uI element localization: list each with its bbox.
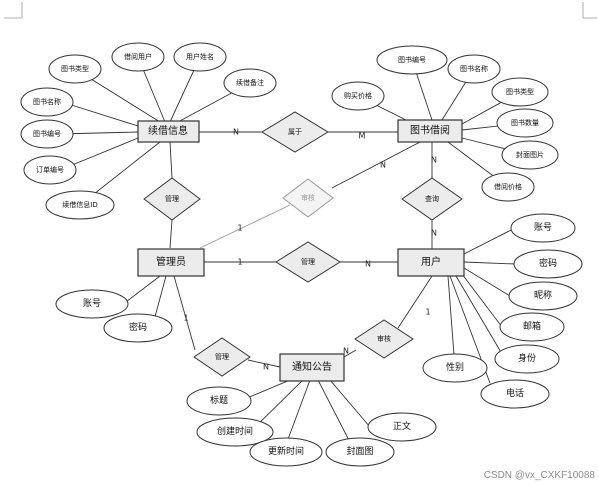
- attr-borrow-book-name: 图书名称: [20, 87, 74, 117]
- svg-text:身份: 身份: [518, 352, 536, 364]
- watermark: CSDN @vx_CXKF10088: [483, 470, 595, 481]
- svg-text:正文: 正文: [393, 420, 411, 432]
- svg-text:续借备注: 续借备注: [236, 78, 264, 87]
- svg-text:图书类型: 图书类型: [61, 64, 89, 73]
- attr-book-purchase-price: 购买价格: [331, 81, 385, 111]
- svg-text:借阅用户: 借阅用户: [124, 52, 152, 61]
- svg-text:审核: 审核: [301, 193, 315, 202]
- relationship-query: 查询: [401, 177, 463, 221]
- cardinality-book-n: N: [380, 161, 386, 170]
- attr-borrow-remark: 续借备注: [223, 68, 277, 98]
- attr-notice-body: 正文: [367, 412, 437, 442]
- svg-text:管理: 管理: [165, 194, 179, 203]
- attr-user-nickname: 昵称: [508, 281, 578, 311]
- attr-admin-account: 账号: [55, 289, 129, 319]
- svg-text:标题: 标题: [210, 394, 228, 406]
- cardinality-user-1-notice: 1: [425, 308, 430, 317]
- svg-text:属于: 属于: [288, 128, 302, 136]
- svg-text:电话: 电话: [506, 387, 524, 399]
- cardinality-borrow-n: N: [233, 128, 239, 137]
- svg-text:图书借阅: 图书借阅: [410, 124, 450, 137]
- svg-text:封面图: 封面图: [346, 445, 373, 457]
- relationship-manage-user: 管理: [275, 241, 341, 283]
- entity-user: 用户: [397, 248, 465, 277]
- relationship-manage-borrow: 管理: [143, 177, 201, 221]
- attr-user-identity: 身份: [494, 344, 560, 374]
- attr-book-cover: 封面图片: [501, 140, 559, 170]
- attr-borrow-user-name: 用户姓名: [173, 42, 227, 72]
- svg-text:管理: 管理: [215, 352, 229, 361]
- attr-borrow-book-no: 图书编号: [20, 119, 74, 149]
- svg-text:审核: 审核: [377, 334, 391, 343]
- attr-user-password: 密码: [513, 249, 583, 279]
- relationship-manage-notice: 管理: [193, 337, 251, 377]
- svg-text:创建时间: 创建时间: [217, 425, 253, 437]
- attr-admin-password: 密码: [103, 313, 173, 343]
- svg-text:管理: 管理: [301, 257, 315, 266]
- cardinalities: N M N N N 1 1 N 1 N N 1: [183, 128, 437, 372]
- entity-borrow-info: 续借信息: [137, 120, 200, 143]
- attr-book-borrow-price: 借阅价格: [481, 172, 535, 202]
- svg-text:账号: 账号: [534, 222, 552, 233]
- cardinality-user-n-query: N: [431, 229, 437, 238]
- svg-text:订单编号: 订单编号: [36, 165, 64, 174]
- cardinality-notice-n-admin: N: [263, 363, 269, 372]
- svg-text:密码: 密码: [129, 321, 147, 333]
- cardinality-admin-1-approve: 1: [237, 224, 242, 233]
- svg-text:通知公告: 通知公告: [292, 360, 332, 373]
- attr-borrow-id: 续借信息ID: [45, 190, 115, 220]
- svg-text:续借信息: 续借信息: [148, 124, 188, 137]
- attr-borrow-book-type: 图书类型: [48, 54, 102, 84]
- attr-notice-title: 标题: [186, 386, 252, 416]
- attr-book-no: 图书编号: [376, 45, 448, 75]
- page-corner-marks: [4, 2, 597, 19]
- svg-text:封面图片: 封面图片: [516, 150, 544, 159]
- relationship-review: 审核: [354, 319, 414, 359]
- svg-text:性别: 性别: [446, 361, 464, 373]
- svg-text:图书类型: 图书类型: [506, 87, 534, 96]
- attr-user-gender: 性别: [422, 353, 488, 383]
- cardinality-book-m: M: [359, 132, 366, 141]
- attr-notice-created: 创建时间: [196, 417, 274, 447]
- svg-text:查询: 查询: [425, 194, 439, 203]
- attr-user-email: 邮箱: [499, 312, 565, 342]
- svg-text:昵称: 昵称: [534, 289, 552, 301]
- svg-text:更新时间: 更新时间: [268, 445, 304, 457]
- cardinality-admin-1-user: 1: [237, 258, 242, 267]
- attr-book-type: 图书类型: [491, 77, 549, 107]
- cardinality-user-n-admin: N: [365, 260, 371, 269]
- svg-text:借阅价格: 借阅价格: [494, 182, 522, 191]
- relationship-approve: 审核: [282, 178, 334, 218]
- attr-notice-cover: 封面图: [325, 437, 395, 467]
- svg-text:图书名称: 图书名称: [33, 97, 61, 106]
- svg-text:邮箱: 邮箱: [523, 320, 541, 332]
- svg-text:续借信息ID: 续借信息ID: [62, 200, 97, 209]
- entity-notice: 通知公告: [279, 353, 345, 382]
- svg-text:图书编号: 图书编号: [398, 55, 426, 64]
- svg-text:管理员: 管理员: [156, 255, 186, 268]
- svg-text:图书编号: 图书编号: [33, 129, 61, 138]
- cardinality-notice-n-user: N: [343, 347, 349, 356]
- entity-admin: 管理员: [137, 248, 205, 277]
- cardinality-admin-1-notice: 1: [183, 314, 188, 323]
- attr-borrow-order-no: 订单编号: [23, 155, 77, 185]
- svg-text:图书名称: 图书名称: [460, 64, 488, 73]
- attr-book-quantity: 图书数量: [496, 108, 554, 138]
- attr-user-phone: 电话: [480, 379, 550, 409]
- svg-text:用户: 用户: [421, 255, 441, 268]
- svg-text:图书数量: 图书数量: [511, 118, 539, 127]
- relationship-belongs: 属于: [261, 111, 329, 153]
- entity-book-borrow: 图书借阅: [397, 119, 463, 143]
- svg-text:购买价格: 购买价格: [344, 91, 372, 100]
- attr-user-account: 账号: [510, 213, 576, 243]
- cardinality-book-n-query: N: [431, 156, 437, 165]
- attr-book-name: 图书名称: [447, 54, 501, 84]
- attr-notice-updated: 更新时间: [249, 437, 323, 467]
- svg-text:用户姓名: 用户姓名: [186, 52, 214, 61]
- svg-text:密码: 密码: [539, 257, 557, 269]
- attr-borrow-user: 借阅用户: [111, 42, 165, 72]
- svg-text:账号: 账号: [83, 298, 101, 309]
